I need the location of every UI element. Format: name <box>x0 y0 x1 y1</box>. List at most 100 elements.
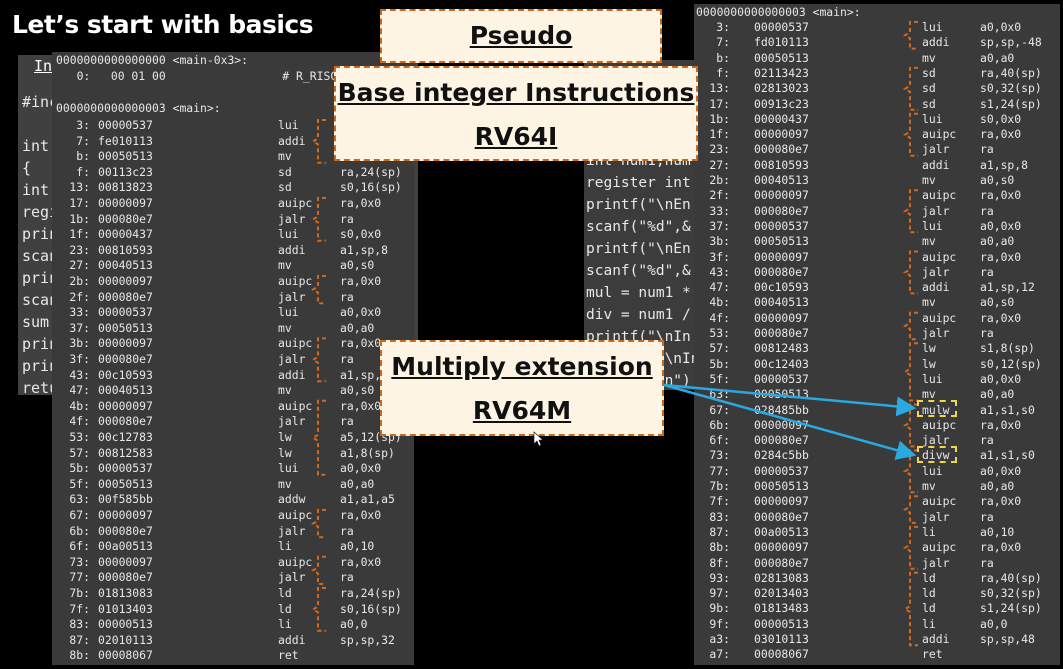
disasm-addr: 5f: <box>709 371 730 386</box>
disasm-addr: 43: <box>709 264 730 279</box>
disasm-operands: ra <box>340 211 354 226</box>
disasm-opcode: 00000097 <box>754 188 809 203</box>
disasm-opcode: 00040513 <box>98 383 153 398</box>
disasm-addr: 4b: <box>709 295 730 310</box>
disasm-operands: a0,a0 <box>340 476 375 491</box>
mulw-highlight <box>917 400 957 417</box>
disasm-opcode: 01013403 <box>98 601 153 616</box>
disasm-mnemonic: jalr <box>278 414 306 429</box>
disasm-operands: a1,8(sp) <box>340 445 395 460</box>
disasm-mnemonic: auipc <box>278 508 313 522</box>
disasm-operands: ra,24(sp) <box>340 586 402 600</box>
disasm-mnemonic: auipc <box>922 310 957 325</box>
disasm-mnemonic: lui <box>922 20 943 34</box>
disasm-operands: a1,a1,a5 <box>340 492 395 507</box>
disasm-opcode: 00050513 <box>98 476 153 491</box>
disasm-operands: a0,0 <box>340 617 368 632</box>
disasm-mnemonic: sd <box>922 65 936 80</box>
pseudo-group-bracket <box>903 250 918 295</box>
disasm-operands: sp,sp,48 <box>980 632 1035 646</box>
disasm-operands: s1,8(sp) <box>980 341 1035 356</box>
disasm-addr: 4f: <box>709 310 730 325</box>
disasm-mnemonic: auipc <box>278 554 313 569</box>
disasm-operands: ra,24(sp) <box>340 164 402 179</box>
disasm-mnemonic: lw <box>922 356 936 371</box>
disasm-mnemonic: ret <box>278 648 299 663</box>
disasm-opcode: 00812483 <box>754 341 809 356</box>
disasm-addr: 3b: <box>69 336 90 351</box>
disasm-mnemonic: lw <box>278 445 292 460</box>
disasm-addr: 47: <box>69 383 90 398</box>
disasm-operands: ra,0x0 <box>340 554 382 569</box>
disasm-opcode: 02813083 <box>754 570 809 585</box>
base-integer-label: Base integer Instructions <box>337 78 695 107</box>
disasm-mnemonic: auipc <box>278 274 313 288</box>
pseudo-group-bracket <box>903 112 918 157</box>
disasm-operands: ra,0x0 <box>340 336 382 351</box>
disasm-addr: 3f: <box>69 352 90 366</box>
disasm-opcode: 000080e7 <box>754 433 809 448</box>
disasm-addr: 1f: <box>709 127 730 142</box>
disasm-addr: 53: <box>69 430 90 444</box>
source-line: prin <box>22 225 59 243</box>
disasm-addr: 27: <box>69 258 90 273</box>
disasm-addr: 1b: <box>69 211 90 226</box>
disasm-addr: 73: <box>69 554 90 569</box>
base-integer-callout: Base integer Instructions RV64I <box>334 66 698 161</box>
disasm-header-line: 0000000000000003 <main>: <box>56 101 221 115</box>
disasm-mnemonic: mv <box>922 173 936 187</box>
disasm-operands: a0,10 <box>980 524 1015 539</box>
disasm-operands: ra,0x0 <box>980 494 1022 509</box>
disasm-mnemonic: auipc <box>922 249 957 264</box>
disasm-operands: s1,24(sp) <box>980 96 1042 111</box>
disasm-addr: 2f: <box>69 289 90 304</box>
disasm-addr: b: <box>716 50 730 65</box>
slide-title: Let’s start with basics <box>12 10 314 39</box>
disasm-opcode: 00000513 <box>754 616 809 631</box>
disasm-opcode: 00000097 <box>98 398 153 413</box>
disasm-mnemonic: ld <box>922 570 936 585</box>
disasm-mnemonic: lui <box>922 111 943 126</box>
disasm-mnemonic: ld <box>922 586 936 601</box>
disasm-addr: a7: <box>709 647 730 662</box>
disasm-opcode: 000080e7 <box>754 264 809 279</box>
disasm-opcode: 00050513 <box>754 479 809 493</box>
multiply-extension-label: Multiply extension <box>391 352 653 381</box>
disasm-operands: a0,s0 <box>340 258 375 273</box>
disasm-addr: 7f: <box>709 494 730 509</box>
disasm-opcode: 00000097 <box>754 127 809 142</box>
disasm-operands: ra <box>980 142 994 157</box>
disasm-opcode: 00000537 <box>98 305 153 320</box>
disasm-mnemonic: mulw <box>922 402 950 417</box>
pseudo-group-bracket <box>311 197 326 242</box>
disasm-operands: a0,0x0 <box>340 305 382 320</box>
disasm-operands: s0,12(sp) <box>980 356 1042 371</box>
disasm-operands: ra,40(sp) <box>980 570 1042 585</box>
source-line: scan <box>22 247 59 265</box>
disasm-addr: 43: <box>69 367 90 382</box>
source-line: int <box>22 181 50 199</box>
disasm-addr: 6b: <box>69 523 90 538</box>
disasm-addr: 4f: <box>69 414 90 429</box>
disasm-operands: a0,a0 <box>340 320 375 335</box>
disasm-operands: a0,0x0 <box>980 218 1022 233</box>
disasm-operands: ra <box>980 264 994 279</box>
disasm-operands: s0,16(sp) <box>340 601 402 616</box>
